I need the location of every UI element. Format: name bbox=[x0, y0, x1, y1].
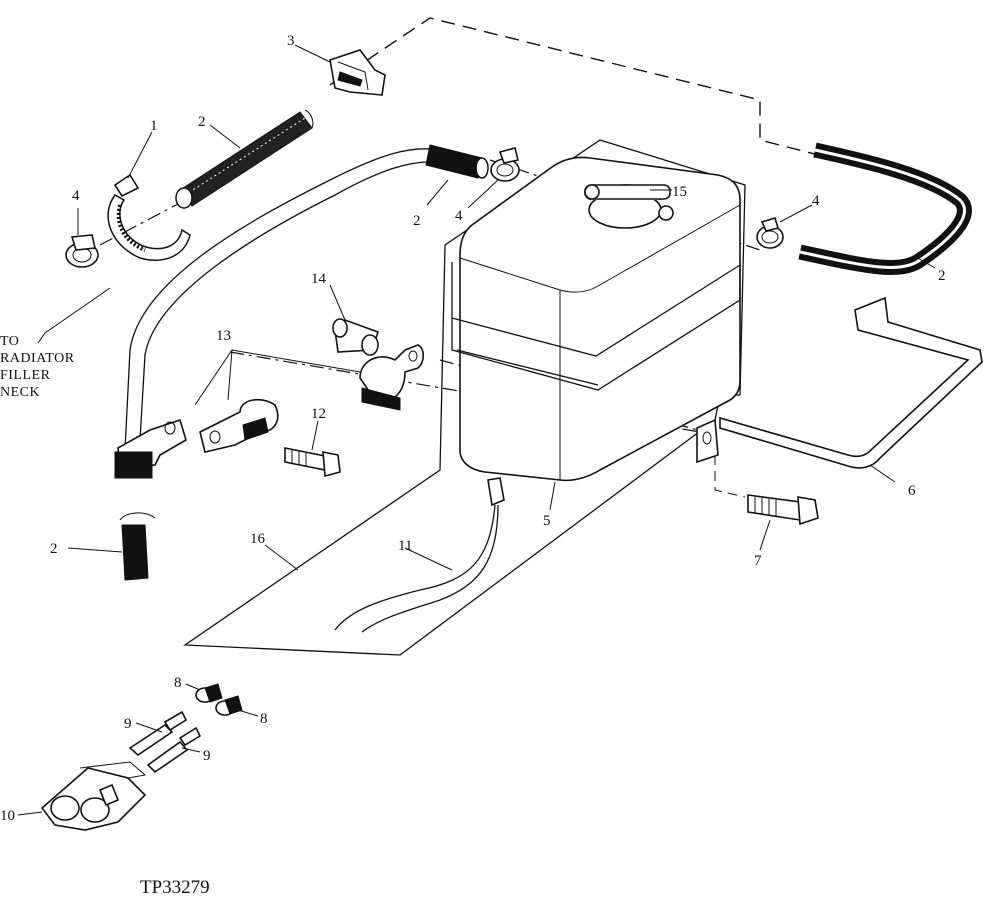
callout-2-molded: 2 bbox=[938, 268, 946, 284]
part-13-clip-middle bbox=[199, 398, 279, 453]
callout-16: 16 bbox=[250, 531, 266, 547]
part-2-hose-short-top bbox=[425, 144, 489, 179]
callout-1: 1 bbox=[150, 118, 158, 134]
callout-13: 13 bbox=[216, 328, 231, 344]
part-2-hose-molded-right bbox=[798, 142, 972, 275]
callout-6: 6 bbox=[908, 483, 916, 499]
part-2-hose-lower-left bbox=[119, 512, 156, 581]
callout-12: 12 bbox=[311, 406, 326, 422]
part-1-strap bbox=[107, 173, 191, 261]
part-7-bolt bbox=[747, 494, 819, 526]
callout-4-left: 4 bbox=[72, 188, 80, 204]
part-6-tank-bracket bbox=[696, 296, 983, 469]
callout-8-lower: 8 bbox=[260, 711, 268, 727]
part-4-clamp-left bbox=[65, 234, 99, 268]
callout-15: 15 bbox=[672, 184, 687, 200]
part-9-terminal-upper bbox=[128, 710, 188, 757]
callout-3: 3 bbox=[287, 33, 295, 49]
part-3-clip bbox=[329, 49, 386, 96]
part-4-clamp-right bbox=[756, 216, 784, 249]
note-line-2: RADIATOR bbox=[0, 351, 75, 366]
part-13-clip-right bbox=[359, 344, 425, 411]
part-16-shield bbox=[183, 139, 746, 656]
part-8-plug-lower bbox=[215, 695, 243, 716]
part-15-tank-cap bbox=[584, 184, 674, 229]
callout-10: 10 bbox=[0, 808, 15, 824]
part-5-recovery-tank bbox=[451, 156, 741, 482]
note-to-radiator-filler-neck: TO RADIATOR FILLER NECK bbox=[0, 334, 75, 400]
leader-lines bbox=[17, 44, 936, 816]
part-9-terminal-lower bbox=[146, 726, 202, 774]
part-2-overflow-hose-long bbox=[124, 148, 441, 451]
callout-2-lower: 2 bbox=[50, 541, 58, 557]
callout-11: 11 bbox=[398, 538, 412, 554]
part-13-clip-left bbox=[114, 418, 187, 479]
callout-14: 14 bbox=[311, 271, 327, 287]
callout-7: 7 bbox=[754, 553, 762, 569]
note-line-1: TO bbox=[0, 334, 19, 349]
part-14-spacer bbox=[332, 318, 380, 356]
callout-2-corrugated: 2 bbox=[198, 114, 206, 130]
part-4-clamp-middle bbox=[490, 147, 520, 182]
note-line-4: NECK bbox=[0, 385, 40, 400]
part-2-corrugated-hose bbox=[175, 109, 314, 209]
part-10-connector-housing bbox=[40, 761, 147, 831]
callout-4-right: 4 bbox=[812, 193, 820, 209]
part-8-plug-upper bbox=[195, 683, 223, 703]
figure-id: TP33279 bbox=[140, 877, 210, 897]
callout-4-middle: 4 bbox=[455, 208, 463, 224]
callout-labels: 1 2 3 4 2 4 4 2 15 14 13 12 2 16 11 5 6 … bbox=[0, 33, 946, 824]
part-12-bolt bbox=[284, 447, 341, 478]
note-line-3: FILLER bbox=[0, 368, 51, 383]
callout-2-short: 2 bbox=[413, 213, 421, 229]
part-11-wire-harness bbox=[334, 477, 505, 633]
callout-9-upper: 9 bbox=[124, 716, 132, 732]
callout-5: 5 bbox=[543, 513, 551, 529]
callout-8-upper: 8 bbox=[174, 675, 182, 691]
callout-9-lower: 9 bbox=[203, 748, 211, 764]
